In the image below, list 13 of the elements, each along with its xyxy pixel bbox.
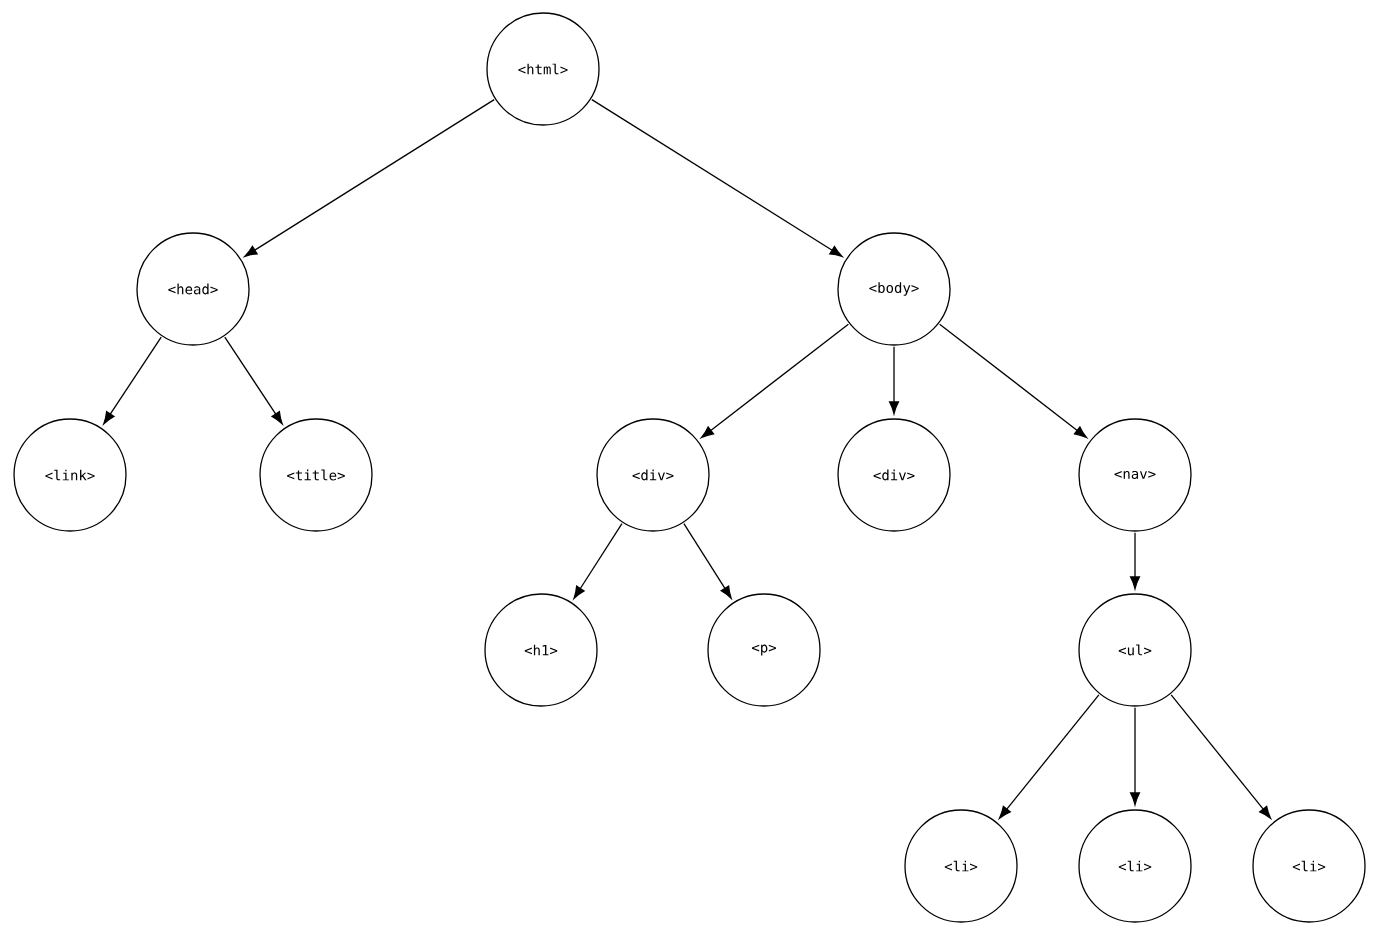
arrow — [939, 323, 1088, 439]
arrow — [591, 98, 843, 258]
arrow — [683, 523, 732, 599]
arrow — [224, 336, 283, 425]
arrow — [573, 522, 623, 599]
arrow — [1170, 694, 1272, 819]
arrow — [1130, 532, 1141, 590]
arrow — [103, 336, 162, 425]
arrow — [1130, 707, 1141, 806]
arrow — [998, 694, 1100, 819]
arrow — [244, 99, 495, 257]
arrow — [889, 346, 900, 415]
arrow — [700, 323, 849, 439]
